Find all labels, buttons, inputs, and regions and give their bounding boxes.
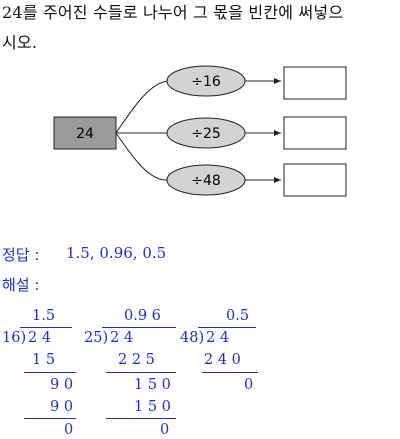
step-3: 1 5 0 [134,399,171,415]
start-box [53,116,117,150]
blank-box-2 [283,116,347,150]
op-label-1: ÷16 [191,74,221,90]
answer-value: 1.5, 0.96, 0.5 [66,244,167,262]
step-1: 2 4 0 [204,352,241,368]
quotient: 0.5 [226,308,250,324]
dividend: 2 4 [206,330,230,346]
step-4: 0 [160,422,170,438]
blank-box-3 [283,163,347,197]
division-diagram: 24 ÷16 ÷25 ÷48 [53,65,347,197]
quotient: 1.5 [32,308,56,324]
step-3: 9 0 [50,399,74,415]
blank-box-1 [283,66,347,100]
start-value: 24 [76,126,94,142]
step-4: 0 [64,422,74,438]
step-1: 1 5 [32,352,56,368]
divisor: 48) [180,330,205,346]
step-2: 0 [244,377,254,393]
step-2: 1 5 0 [134,377,171,393]
dividend: 2 4 [110,330,134,346]
step-2: 9 0 [50,377,74,393]
answer-label: 정답 : [2,246,40,264]
dividend: 2 4 [28,330,52,346]
divisor: 16) [2,330,27,346]
question-line-2: 시오. [2,33,38,52]
explanation-label: 해설 : [2,276,40,294]
branch-top [115,80,169,134]
question-line-1: 24를 주어진 수들로 나누어 그 몫을 빈칸에 써넣으 [2,3,344,22]
branch-bottom [115,132,169,181]
op-label-3: ÷48 [191,173,221,189]
quotient: 0.9 6 [124,308,161,324]
divisor: 25) [84,330,109,346]
step-1: 2 2 5 [118,352,155,368]
op-label-2: ÷25 [191,126,221,142]
